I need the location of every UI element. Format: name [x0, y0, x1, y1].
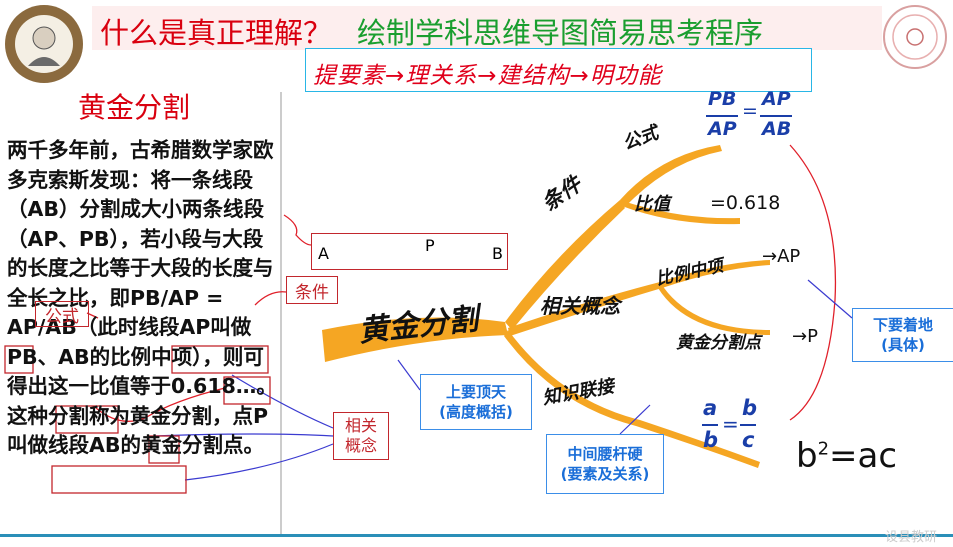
formula-ap-lower: AP — [708, 118, 737, 140]
b2-exp: 2 — [817, 438, 830, 460]
segment-point-b: B — [492, 244, 503, 263]
box-bottom-concrete: 下要着地 (具体) — [852, 308, 953, 362]
label-condition: 条件 — [286, 276, 338, 304]
mind-map-branches — [322, 145, 770, 468]
b2-base: b — [796, 436, 818, 476]
box-top-line1: 上要顶天 — [445, 383, 506, 401]
box-middle-elements: 中间腰杆硬 (要素及关系) — [546, 434, 664, 494]
section-title: 黄金分割 — [78, 91, 191, 124]
right-seal-logo — [883, 5, 947, 69]
left-seal-logo — [5, 5, 83, 83]
frac-b-lower: b — [703, 428, 719, 452]
frac-equals: = — [722, 412, 739, 436]
segment-point-p: P — [425, 236, 435, 255]
label-related-concepts: 相关 概念 — [333, 412, 389, 460]
label-formula: 公式 — [35, 301, 89, 327]
watermark: 设县教研 — [885, 530, 938, 545]
page-title-part2: 绘制学科思维导图简易思考程序 — [357, 16, 764, 50]
b-squared-equation: b2=ac — [796, 436, 897, 476]
point-value: →P — [792, 326, 818, 347]
leaf-ratio: 比值 — [634, 194, 670, 215]
page-title-part1: 什么是真正理解？ — [100, 16, 333, 50]
keyword-boxes — [4, 345, 271, 494]
box-mid-line1: 中间腰杆硬 — [567, 445, 643, 463]
frac-c: c — [742, 428, 755, 452]
formula-ab: AB — [762, 118, 792, 140]
blue-pointers — [154, 279, 853, 481]
process-steps: 提要素→理关系→建结构→明功能 — [313, 63, 662, 89]
frac-a: a — [703, 396, 718, 420]
process-box — [305, 48, 812, 92]
leaf-point: 黄金分割点 — [676, 333, 761, 353]
b2-rest: =ac — [829, 436, 898, 476]
formula-pb: PB — [708, 88, 737, 110]
body-paragraph: 两千多年前，古希腊数学家欧多克索斯发现：将一条线段（AB）分割成大小两条线段（A… — [7, 138, 277, 457]
title-bar — [92, 6, 882, 50]
box-top-line2: (高度概括) — [439, 403, 513, 421]
fraction-bars — [702, 115, 792, 426]
mean-value: →AP — [762, 246, 801, 267]
red-connectors — [86, 144, 837, 422]
ratio-value: =0.618 — [710, 192, 781, 214]
segment-point-a: A — [318, 244, 329, 263]
box-bottom-line2: (具体) — [881, 336, 925, 354]
segment-diagram — [311, 233, 508, 270]
formula-ap-upper: AP — [762, 88, 791, 110]
frac-b-upper: b — [742, 396, 758, 420]
label-related-line2: 概念 — [344, 436, 377, 455]
box-bottom-line1: 下要着地 — [872, 316, 933, 334]
label-related-line1: 相关 — [344, 416, 377, 435]
box-mid-line2: (要素及关系) — [560, 465, 650, 483]
branch-related: 相关概念 — [540, 294, 620, 318]
formula-equals: = — [742, 100, 758, 122]
bottom-bar — [0, 534, 953, 537]
box-top-summary: 上要顶天 (高度概括) — [420, 374, 532, 430]
